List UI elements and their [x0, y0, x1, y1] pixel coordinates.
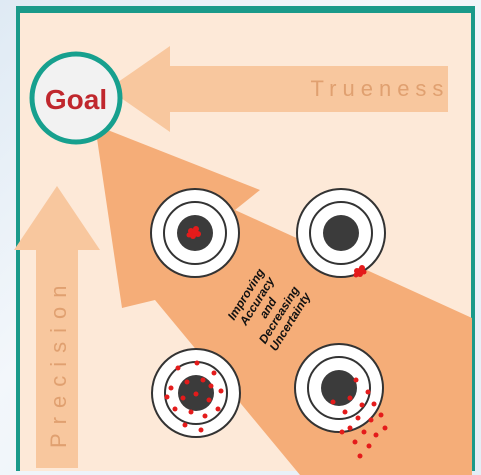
precision-label: Precision: [46, 277, 71, 448]
trueness-label: Trueness: [311, 76, 450, 101]
target-bullseye: [323, 215, 359, 251]
target-bottom-left: [152, 349, 240, 437]
target-top-right: [297, 189, 385, 278]
target-top-left: [151, 189, 239, 277]
target-bullseye: [321, 370, 357, 406]
goal-label: Goal: [45, 84, 107, 115]
